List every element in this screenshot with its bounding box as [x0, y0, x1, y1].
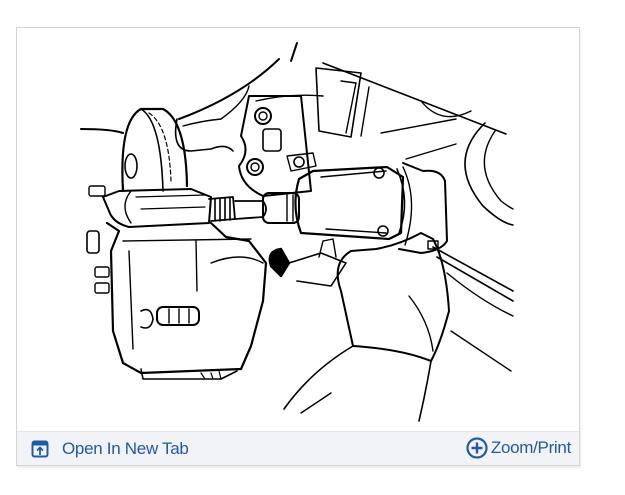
open-in-new-tab-link[interactable]: Open In New Tab — [31, 438, 189, 460]
zoom-print-link[interactable]: Zoom/Print — [466, 435, 571, 461]
open-new-tab-icon — [31, 440, 49, 458]
image-viewer-frame: Open In New Tab Zoom/Print — [16, 27, 580, 466]
brake-caliper-illustration — [17, 28, 579, 432]
open-in-new-tab-label: Open In New Tab — [62, 439, 189, 458]
image-footer-bar: Open In New Tab Zoom/Print — [17, 431, 579, 465]
plus-circle-icon — [466, 437, 488, 459]
zoom-print-label: Zoom/Print — [490, 438, 571, 457]
